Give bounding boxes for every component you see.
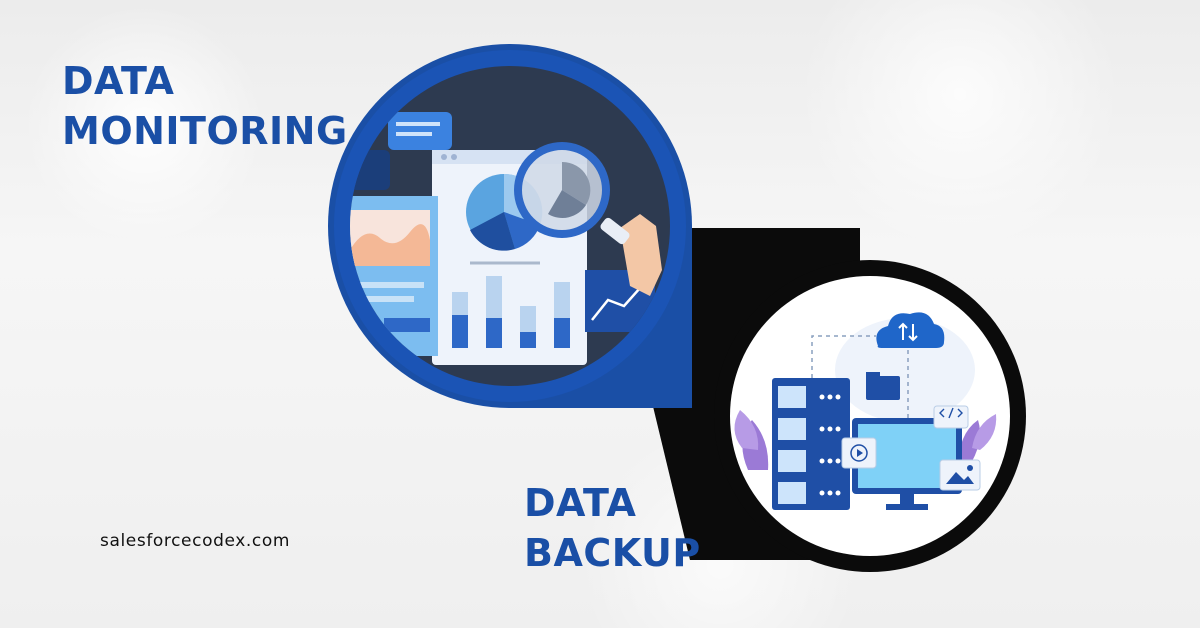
heading-line: DATA [62, 59, 175, 103]
data-backup-heading: DATA BACKUP [524, 478, 701, 578]
data-monitoring-heading: DATA MONITORING [62, 56, 348, 156]
website-url: salesforcecodex.com [100, 531, 290, 551]
backup-illustration-icon [734, 312, 997, 510]
heading-line: BACKUP [524, 531, 701, 575]
backup-circle [714, 260, 1026, 572]
heading-line: MONITORING [62, 109, 348, 153]
monitoring-illustration-icon [350, 112, 662, 365]
heading-line: DATA [524, 481, 637, 525]
